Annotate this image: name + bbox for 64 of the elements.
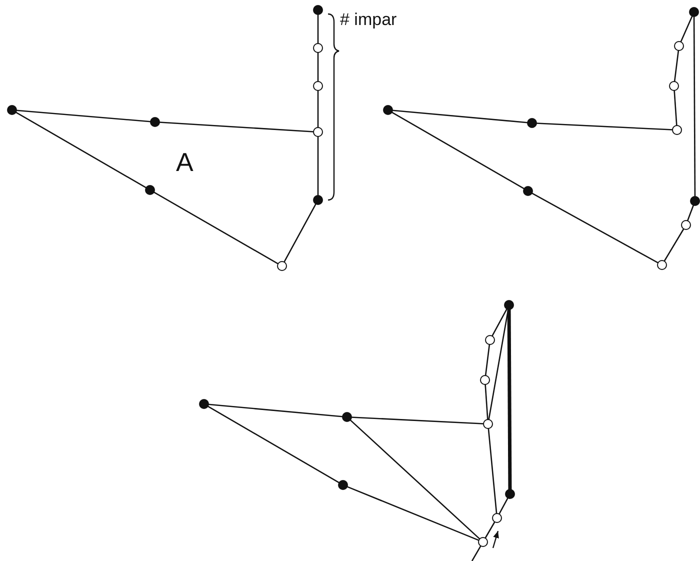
- line-segment: [674, 90, 678, 126]
- line-segment: [317, 14, 319, 44]
- vertex-dot: [313, 195, 323, 205]
- line-segment: [664, 228, 684, 262]
- line-segment: [484, 384, 488, 420]
- vertex-dot: [504, 300, 514, 310]
- vertex-dot: [383, 105, 393, 115]
- line-segment: [680, 16, 693, 42]
- vertex-circle: [674, 41, 684, 51]
- vertex-dot: [527, 118, 537, 128]
- vertex-dot: [689, 7, 699, 17]
- region-label: A: [176, 147, 194, 178]
- line-segment: [471, 546, 482, 561]
- vertex-circle: [313, 81, 323, 91]
- line-segment: [317, 136, 319, 196]
- line-segment: [317, 90, 319, 128]
- vertex-circle: [483, 419, 493, 429]
- vertex-circle: [478, 537, 488, 547]
- vertex-circle: [657, 260, 667, 270]
- line-segment: [686, 204, 694, 222]
- line-segment: [350, 420, 480, 540]
- line-segment: [159, 122, 314, 132]
- line-segment: [484, 344, 490, 376]
- line-segment: [16, 112, 146, 188]
- vertex-circle: [492, 513, 502, 523]
- vertex-dot: [690, 196, 700, 206]
- line-segment: [346, 486, 480, 541]
- line-segment: [154, 192, 278, 264]
- line-segment: [693, 16, 696, 196]
- line-segment: [532, 192, 658, 264]
- vertex-dot: [505, 489, 515, 499]
- vertex-dot: [150, 117, 160, 127]
- line-segment: [498, 498, 508, 514]
- line-segment: [484, 522, 496, 538]
- line-segment: [488, 309, 509, 420]
- vertex-circle: [313, 43, 323, 53]
- line-segment: [392, 110, 528, 124]
- line-segment: [492, 308, 508, 336]
- brace-label: # impar: [340, 10, 397, 30]
- line-segment: [284, 204, 316, 262]
- vertex-dot: [7, 105, 17, 115]
- line-segment: [16, 110, 151, 122]
- vertex-circle: [485, 335, 495, 345]
- line-segment: [507, 310, 512, 490]
- vertex-circle: [277, 261, 287, 271]
- vertex-circle: [681, 220, 691, 230]
- vertex-dot: [145, 185, 155, 195]
- vertex-dot: [338, 480, 348, 490]
- line-segment: [536, 122, 673, 130]
- line-segment: [488, 428, 498, 514]
- line-segment: [208, 404, 343, 418]
- vertex-circle: [669, 81, 679, 91]
- vertex-dot: [313, 5, 323, 15]
- vertex-dot: [523, 186, 533, 196]
- line-segment: [208, 406, 340, 484]
- line-segment: [351, 416, 484, 424]
- vertex-circle: [672, 125, 682, 135]
- line-segment: [392, 112, 524, 190]
- vertex-circle: [480, 375, 490, 385]
- vertex-circle: [313, 127, 323, 137]
- vertex-dot: [342, 412, 352, 422]
- line-segment: [674, 50, 680, 82]
- vertex-dot: [199, 399, 209, 409]
- line-segment: [317, 52, 319, 82]
